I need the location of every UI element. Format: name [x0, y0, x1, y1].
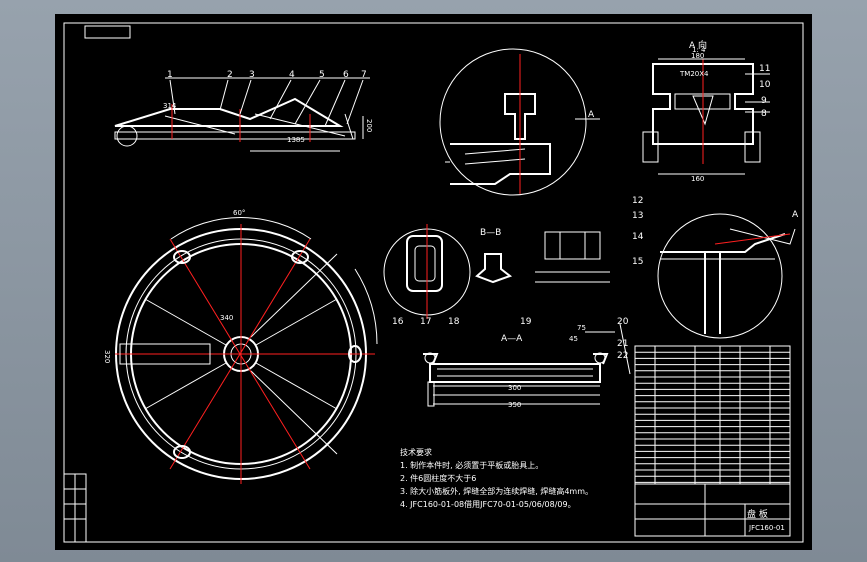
- left-side-stamp: [63, 473, 87, 543]
- detail-mark-a: A: [792, 210, 799, 220]
- dim-45: 45: [569, 335, 578, 343]
- part-label-4: 4: [289, 70, 295, 80]
- note-4: 4. JFC160-01-08借用JFC70-01-05/06/08/09。: [400, 500, 576, 509]
- part-label-20: 20: [617, 317, 629, 327]
- drawing-sheet: 1 2 3 4 5 6 7 8 9 10 11 12 13 14 15 16 1…: [55, 14, 812, 550]
- dim-75: 75: [577, 324, 586, 332]
- part-label-5: 5: [319, 70, 325, 80]
- part-label-2: 2: [227, 70, 233, 80]
- part-label-14: 14: [632, 232, 644, 242]
- part-label-8: 8: [761, 109, 767, 119]
- dim-300: 300: [508, 384, 522, 392]
- title-block-name: 盘 板: [747, 510, 768, 520]
- title-block-code: JFC160-01: [749, 524, 785, 532]
- part-label-18: 18: [448, 317, 460, 327]
- note-3: 3. 除大小筋板外, 焊缝全部为连续焊缝, 焊缝高4mm。: [400, 487, 594, 496]
- part-label-1: 1: [167, 70, 173, 80]
- part-label-21: 21: [617, 339, 629, 349]
- inner-border: [63, 22, 804, 543]
- part-label-22: 22: [617, 351, 629, 361]
- leaders-top: [165, 77, 370, 127]
- cad-drawing: [63, 22, 804, 543]
- technical-notes: 技术要求 1. 制作本件时, 必须置于平板或胎具上。 2. 件6圆柱度不大于6 …: [400, 446, 593, 511]
- view-a-scale: 1: 4: [692, 46, 706, 54]
- dim-320: 320: [103, 350, 111, 364]
- view-arrow-a: A: [588, 110, 595, 120]
- note-2: 2. 件6圆柱度不大于6: [400, 474, 477, 483]
- part-label-16: 16: [392, 317, 404, 327]
- dim-160: 160: [691, 175, 705, 183]
- dim-314: 314: [163, 102, 177, 110]
- detail-circle-right: [657, 213, 796, 339]
- parts-table-rows: [635, 351, 790, 483]
- plan-view: [115, 217, 378, 484]
- note-1: 1. 制作本件时, 必须置于平板或胎具上。: [400, 461, 544, 470]
- notes-title: 技术要求: [400, 448, 432, 457]
- top-left-stamp: [84, 25, 131, 39]
- dim-1385: 1385: [287, 136, 305, 144]
- part-label-11: 11: [759, 64, 771, 74]
- dim-angle-60: 60°: [233, 209, 246, 217]
- detail-circle-top: [439, 48, 600, 196]
- part-label-7: 7: [361, 70, 367, 80]
- part-label-3: 3: [249, 70, 255, 80]
- section-bb-label: B—B: [480, 228, 502, 238]
- part-label-6: 6: [343, 70, 349, 80]
- view-a-nut: [642, 58, 770, 175]
- view-a-label: A 向: [689, 41, 708, 51]
- front-elevation: [114, 97, 364, 152]
- dim-200: 200: [365, 119, 373, 133]
- detail-circle-bb: [383, 224, 610, 319]
- dim-thread: TM20X4: [680, 70, 709, 78]
- dim-350: 350: [508, 401, 522, 409]
- dim-180: 180: [691, 52, 705, 60]
- part-label-15: 15: [632, 257, 644, 267]
- part-label-9: 9: [761, 96, 767, 106]
- part-label-17: 17: [420, 317, 432, 327]
- part-label-10: 10: [759, 80, 771, 90]
- dim-340: 340: [220, 314, 234, 322]
- part-label-19: 19: [520, 317, 532, 327]
- part-label-13: 13: [632, 211, 644, 221]
- section-aa-label: A—A: [501, 334, 523, 344]
- section-aa: [423, 323, 631, 407]
- parts-table: [634, 345, 791, 537]
- part-label-12: 12: [632, 196, 644, 206]
